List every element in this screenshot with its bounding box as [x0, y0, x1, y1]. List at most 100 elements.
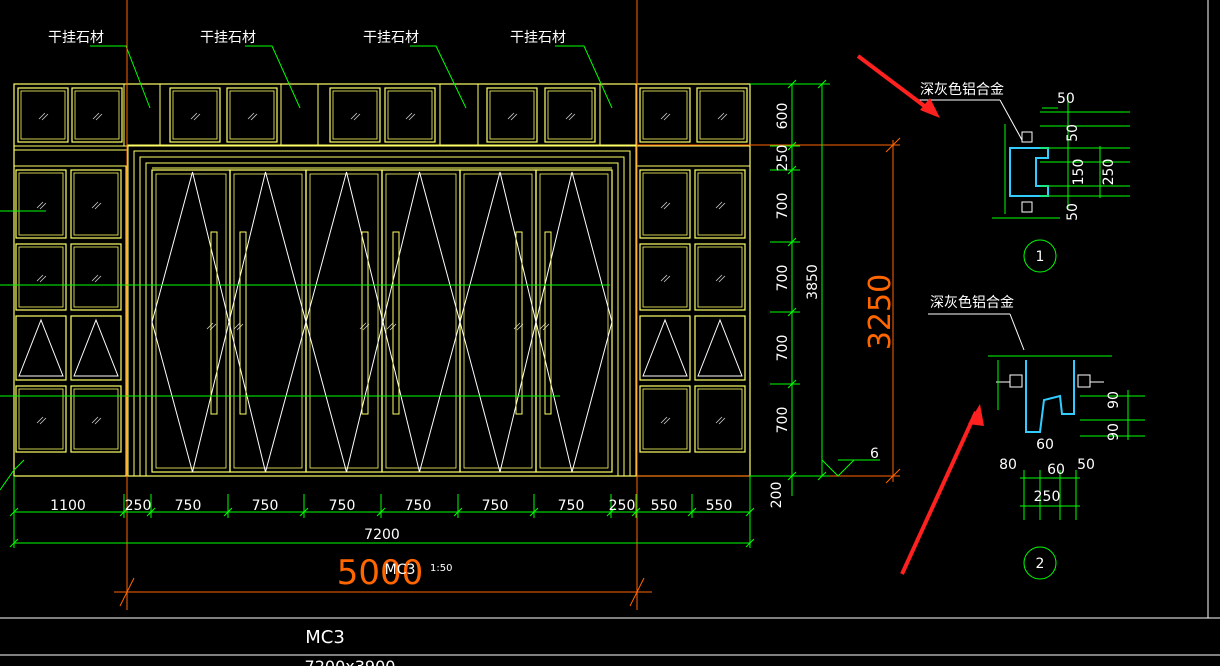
detail-dim: 50 [1065, 203, 1081, 221]
fastener [1021, 201, 1033, 213]
dimension-label: 250 [775, 145, 791, 172]
detail-number-circle [1023, 546, 1057, 580]
fastener [1077, 374, 1091, 388]
glass-pane [639, 243, 691, 311]
swing-triangle [642, 318, 688, 377]
glass-pane-inner [387, 90, 433, 140]
door-handle [210, 231, 218, 415]
glass-mark [660, 201, 671, 210]
glass-pane [694, 315, 746, 381]
dimension-label: 250 [125, 498, 152, 514]
glass-pane [384, 87, 436, 143]
swing-triangle [73, 318, 119, 377]
glass-pane-inner [489, 90, 535, 140]
glass-pane [639, 87, 691, 143]
glass-mark [36, 274, 47, 283]
glass-pane-inner [642, 90, 688, 140]
glass-mark [660, 274, 671, 283]
axis-tick [885, 137, 901, 484]
side-panel-frame [13, 165, 127, 477]
dimension-label: 250 [609, 498, 636, 514]
door-surround [139, 156, 625, 476]
glass-mark [91, 201, 102, 210]
glass-pane-inner [642, 172, 688, 236]
glass-pane [639, 315, 691, 381]
annotation-arrowhead [968, 404, 984, 426]
glass-pane [226, 87, 278, 143]
door-leaf-inner [233, 173, 303, 469]
title-block-size: 7200x3900 [305, 657, 396, 666]
dimension-label: 750 [482, 498, 509, 514]
dimension-tick [376, 507, 386, 517]
door-leaf-inner [463, 173, 533, 469]
detail-number-circle [1023, 239, 1057, 273]
dimension-label: 1100 [50, 498, 86, 514]
door-leaf-inner [309, 173, 379, 469]
leader-line [0, 459, 25, 491]
glass-pane-inner [547, 90, 593, 140]
door-handle [361, 231, 369, 415]
glass-mark [91, 274, 102, 283]
glass-pane [15, 385, 67, 453]
detail-dim: 250 [1101, 159, 1117, 186]
glass-pane-inner [332, 90, 378, 140]
glass-pane-inner [697, 246, 743, 308]
dimension-label: 750 [558, 498, 585, 514]
door-leaf [381, 169, 461, 473]
callout-leader [90, 45, 151, 109]
glass-mark [715, 201, 726, 210]
glass-mark [386, 322, 397, 331]
glass-mark [507, 112, 518, 121]
dimension-tick [787, 379, 797, 389]
glass-pane [696, 87, 748, 143]
dimension-label: 700 [775, 265, 791, 292]
dimension-tick [453, 507, 463, 517]
dimension-tick [529, 507, 539, 517]
dimension-tick [9, 538, 19, 548]
stone-callout-label: 干挂石材 [363, 30, 419, 46]
drawing-label: MC3 [385, 562, 416, 578]
detail-dim: 50 [1077, 457, 1095, 473]
level-mark: 6 [870, 446, 879, 462]
overall-width-label: 7200 [364, 527, 400, 543]
glass-pane-inner [699, 90, 745, 140]
glass-pane [15, 243, 67, 311]
glass-mark [405, 112, 416, 121]
leader-line [999, 99, 1023, 141]
swing-diamond [382, 171, 461, 473]
fastener [1021, 131, 1033, 143]
dimension-label: 700 [775, 335, 791, 362]
annotation-arrow [856, 54, 937, 116]
title-block-name: MC3 [305, 627, 345, 648]
detail-dim: 80 [999, 457, 1017, 473]
door-surround [133, 150, 631, 476]
dimension-tick [745, 538, 755, 548]
dimension-label: 600 [775, 103, 791, 130]
glass-pane-inner [20, 90, 66, 140]
dimension-tick [119, 507, 129, 517]
glass-pane-inner [74, 90, 120, 140]
glass-mark [92, 112, 103, 121]
dimension-tick [787, 237, 797, 247]
door-handle [515, 231, 523, 415]
glass-mark [38, 112, 49, 121]
glass-pane-inner [697, 388, 743, 450]
glass-pane [694, 385, 746, 453]
axis-height-label: 3250 [863, 274, 898, 350]
glass-pane-inner [229, 90, 275, 140]
glass-pane [639, 385, 691, 453]
detail-1-material: 深灰色铝合金 [920, 81, 1004, 98]
dimension-tick [631, 507, 641, 517]
axis-tick [119, 577, 645, 607]
glass-mark [350, 112, 361, 121]
glass-pane [639, 169, 691, 239]
glass-mark [660, 416, 671, 425]
profile-section [1009, 147, 1049, 197]
annotation-arrowhead [920, 98, 940, 118]
glass-pane-inner [642, 388, 688, 450]
stone-callout-label: 干挂石材 [200, 30, 256, 46]
annotation-arrow [900, 411, 978, 575]
dimension-tick [787, 141, 797, 151]
glass-pane [486, 87, 538, 143]
dimension-tick [687, 507, 697, 517]
